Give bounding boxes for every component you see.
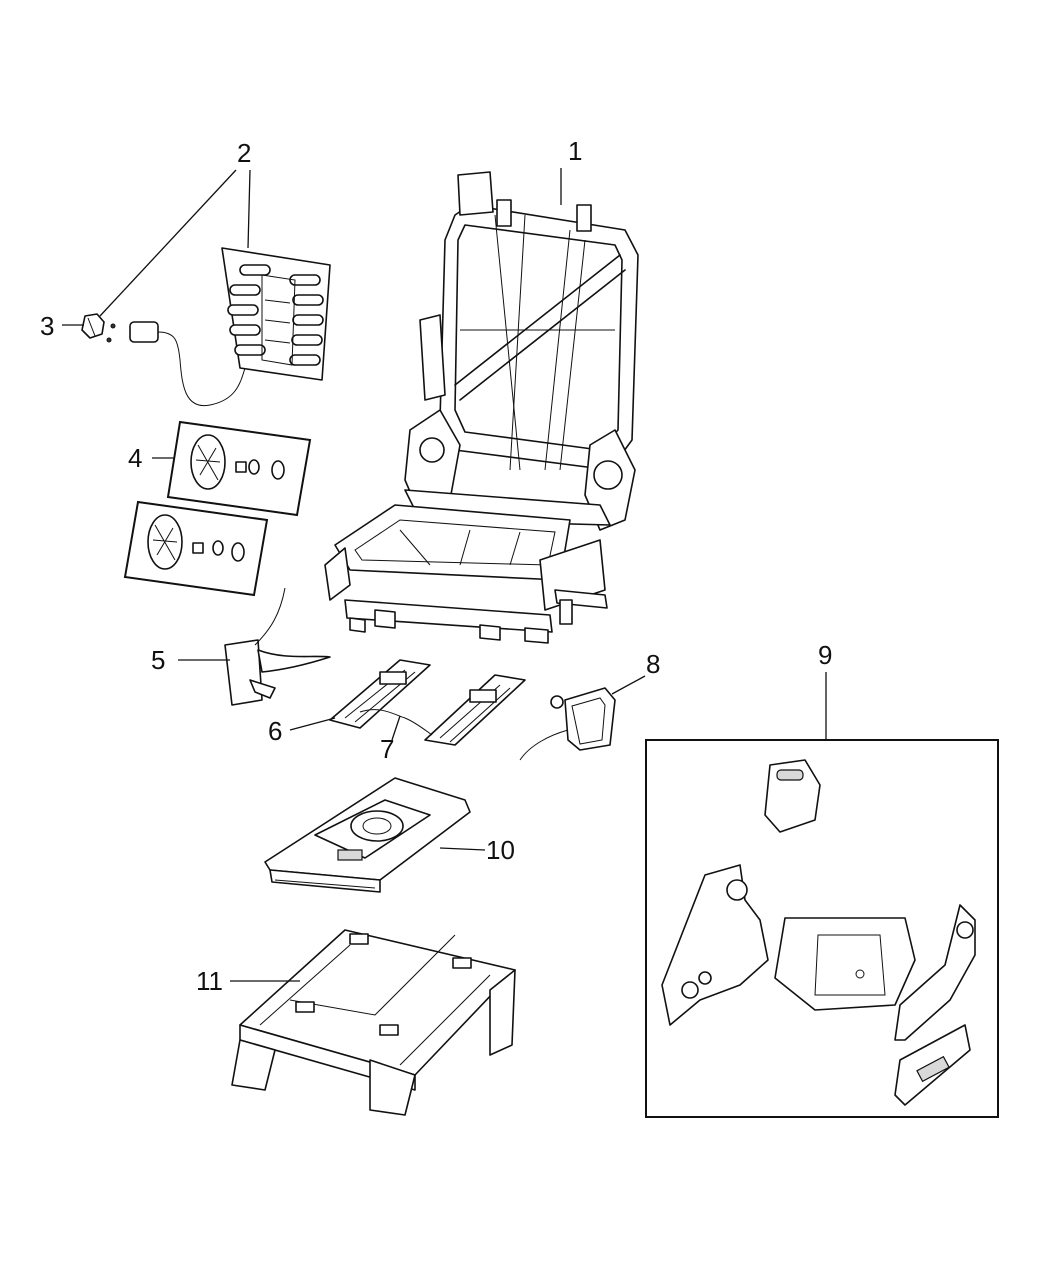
callout-7: 7	[380, 734, 394, 764]
part-2-lumbar-support	[129, 247, 331, 407]
callout-3: 3	[40, 311, 54, 341]
part-9-covers-kit	[645, 739, 999, 1118]
callout-labels: 1 2 3 4 5 6 7 8 9 10 11	[40, 136, 832, 996]
part-1-seat-frame	[324, 171, 639, 644]
callout-2: 2	[237, 138, 251, 168]
part-6-adjusters	[329, 659, 526, 746]
callout-1: 1	[568, 136, 582, 166]
part-8-switch	[519, 687, 616, 761]
part-3-knob	[81, 313, 116, 343]
part-4-knob-kits	[123, 420, 312, 597]
callout-9: 9	[818, 640, 832, 670]
callout-5: 5	[151, 645, 165, 675]
callout-11: 11	[196, 966, 223, 996]
callout-6: 6	[268, 716, 282, 746]
callout-8: 8	[646, 649, 660, 679]
leader-lines	[62, 168, 827, 982]
callout-4: 4	[128, 443, 142, 473]
part-7-cable	[359, 709, 433, 736]
callout-10: 10	[486, 835, 515, 865]
part-10-swivel-plate	[264, 777, 471, 893]
part-5-trim	[224, 587, 331, 706]
part-11-riser-base	[231, 929, 516, 1116]
